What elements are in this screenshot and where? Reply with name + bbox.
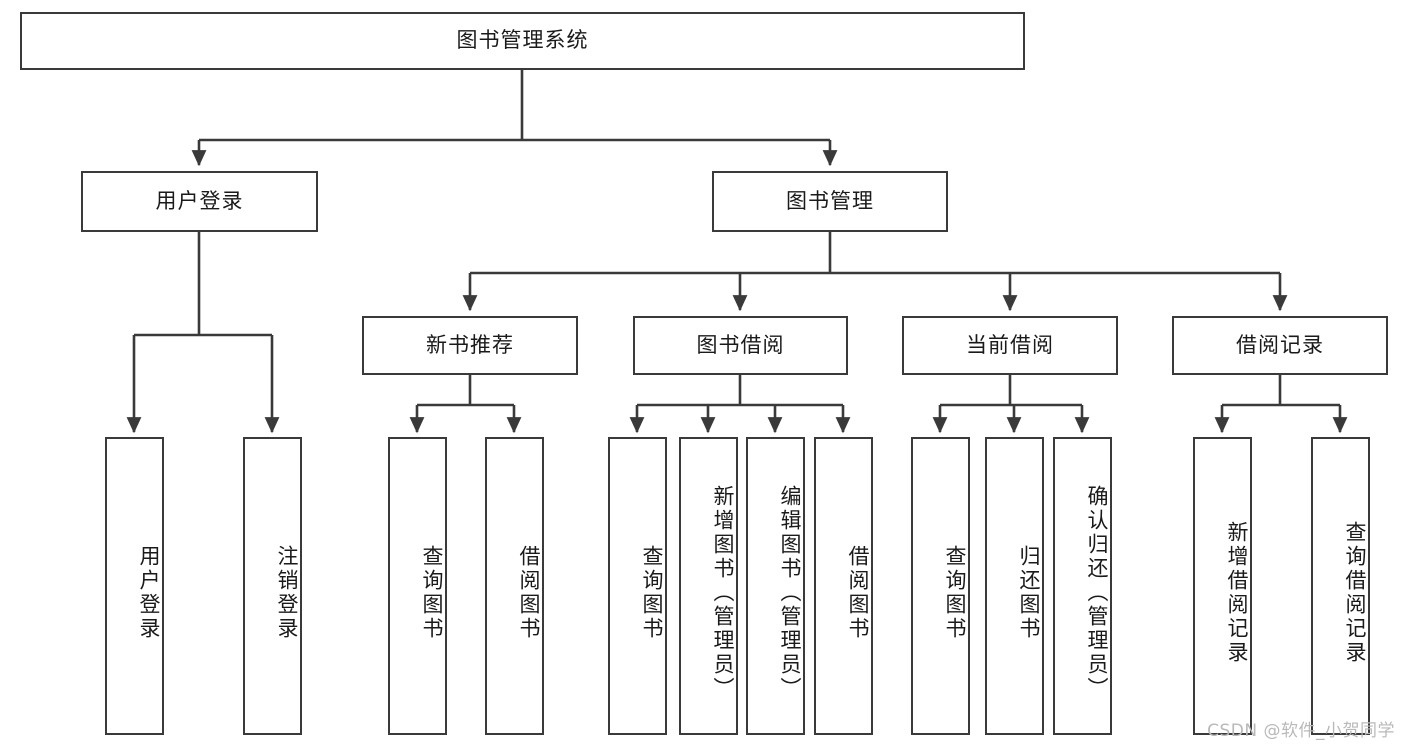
node-label: 当前借阅 [966, 332, 1054, 357]
node-label: 查询图书 [420, 545, 444, 641]
node-label: 图书管理系统 [456, 28, 589, 53]
node-label: 用户登录 [137, 545, 161, 641]
watermark-text: CSDN @软件_小贺同学 [1207, 721, 1395, 741]
leaf-confirm-return-admin[interactable]: 确认归还（管理员） [1053, 437, 1112, 735]
node-label: 查询图书 [943, 545, 967, 641]
node-new-book-recommend[interactable]: 新书推荐 [362, 316, 578, 375]
leaf-query-borrow-record[interactable]: 查询借阅记录 [1311, 437, 1370, 735]
node-label: 借阅图书 [846, 545, 870, 641]
leaf-query-book-recommend[interactable]: 查询图书 [388, 437, 447, 735]
node-label: 图书借阅 [696, 332, 785, 357]
leaf-edit-book-admin[interactable]: 编辑图书（管理员） [746, 437, 805, 735]
node-label: 新增图书（管理员） [711, 485, 735, 701]
node-label: 新增借阅记录 [1225, 521, 1249, 665]
node-label: 注销登录 [275, 545, 299, 641]
node-borrow-record[interactable]: 借阅记录 [1172, 316, 1388, 375]
leaf-user-login[interactable]: 用户登录 [105, 437, 164, 735]
leaf-query-book-current[interactable]: 查询图书 [911, 437, 970, 735]
node-label: 确认归还（管理员） [1085, 485, 1109, 701]
node-label: 编辑图书（管理员） [778, 485, 802, 701]
leaf-logout[interactable]: 注销登录 [243, 437, 302, 735]
leaf-borrow-book-recommend[interactable]: 借阅图书 [485, 437, 544, 735]
leaf-add-borrow-record[interactable]: 新增借阅记录 [1193, 437, 1252, 735]
leaf-return-book[interactable]: 归还图书 [985, 437, 1044, 735]
node-user-login[interactable]: 用户登录 [81, 171, 318, 232]
node-label: 借阅图书 [517, 545, 541, 641]
node-label: 归还图书 [1017, 545, 1041, 641]
node-book-manage[interactable]: 图书管理 [712, 171, 948, 232]
node-label: 借阅记录 [1236, 332, 1324, 357]
node-root-system[interactable]: 图书管理系统 [20, 12, 1025, 70]
node-label: 新书推荐 [426, 332, 514, 357]
node-label: 查询图书 [640, 545, 664, 641]
leaf-query-book-borrow[interactable]: 查询图书 [608, 437, 667, 735]
node-label: 用户登录 [155, 188, 244, 213]
node-label: 查询借阅记录 [1343, 521, 1367, 665]
node-label: 图书管理 [786, 188, 874, 213]
leaf-borrow-book[interactable]: 借阅图书 [814, 437, 873, 735]
node-current-borrow[interactable]: 当前借阅 [902, 316, 1118, 375]
leaf-add-book-admin[interactable]: 新增图书（管理员） [679, 437, 738, 735]
node-book-borrow[interactable]: 图书借阅 [633, 316, 848, 375]
